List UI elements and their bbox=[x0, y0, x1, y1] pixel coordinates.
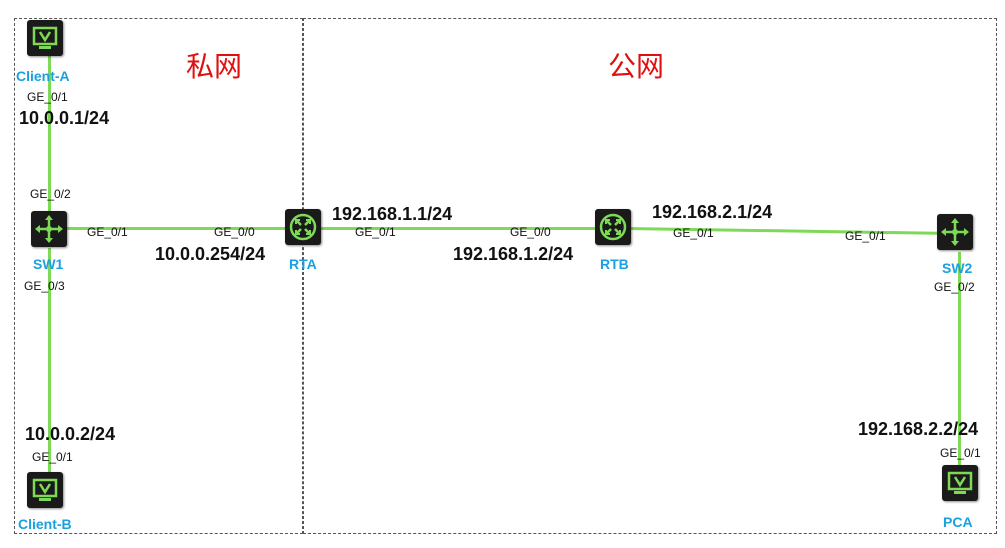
rtb-router[interactable] bbox=[595, 209, 631, 245]
client-a-port-label: GE_0/1 bbox=[27, 90, 68, 104]
rtb-port-ge01-label: GE_0/1 bbox=[673, 226, 714, 240]
link-client-a-sw1 bbox=[48, 50, 51, 212]
rtb-port-ge00-label: GE_0/0 bbox=[510, 225, 551, 239]
pca-name: PCA bbox=[943, 514, 973, 530]
client-b-ip-label: 10.0.0.2/24 bbox=[25, 424, 116, 444]
pca-terminal[interactable] bbox=[942, 465, 978, 501]
sw1-name: SW1 bbox=[33, 256, 64, 272]
private-network-label: 私网 bbox=[186, 50, 243, 83]
sw2-port-ge01-label: GE_0/1 bbox=[845, 229, 886, 243]
rtb-ge01-ip-label: 192.168.2.1/24 bbox=[652, 202, 773, 222]
rta-router[interactable] bbox=[285, 209, 321, 245]
rtb-ge00-ip-label: 192.168.1.2/24 bbox=[453, 244, 574, 264]
sw1-switch[interactable] bbox=[31, 211, 67, 247]
sw2-switch[interactable] bbox=[937, 214, 973, 250]
rtb-name: RTB bbox=[600, 256, 629, 272]
link-rta-rtb bbox=[321, 227, 596, 230]
rta-port-ge00-label: GE_0/0 bbox=[214, 225, 255, 239]
client-a-ip-label: 10.0.0.1/24 bbox=[19, 108, 110, 128]
terminal-icon bbox=[947, 471, 973, 494]
sw1-port-ge01-label: GE_0/1 bbox=[87, 225, 128, 239]
sw1-port-ge03-label: GE_0/3 bbox=[24, 279, 65, 293]
pca-port-label: GE_0/1 bbox=[940, 446, 981, 460]
link-sw1-rta bbox=[66, 227, 286, 230]
rta-ge00-ip-label: 10.0.0.254/24 bbox=[155, 244, 266, 264]
terminal-icon bbox=[32, 26, 58, 49]
public-network-label: 公网 bbox=[608, 50, 665, 83]
sw2-name: SW2 bbox=[942, 260, 973, 276]
terminal-icon bbox=[32, 478, 58, 501]
client-a-name: Client-A bbox=[16, 68, 70, 84]
switch-icon bbox=[35, 215, 63, 243]
router-icon bbox=[599, 213, 627, 241]
public-network-zone bbox=[303, 18, 997, 534]
sw1-port-ge02-label: GE_0/2 bbox=[30, 187, 71, 201]
client-b-terminal[interactable] bbox=[27, 472, 63, 508]
sw2-port-ge02-label: GE_0/2 bbox=[934, 280, 975, 294]
client-b-port-label: GE_0/1 bbox=[32, 450, 73, 464]
rta-name: RTA bbox=[289, 256, 317, 272]
rta-ge01-ip-label: 192.168.1.1/24 bbox=[332, 204, 453, 224]
link-sw1-client-b bbox=[48, 248, 51, 474]
rta-port-ge01-label: GE_0/1 bbox=[355, 225, 396, 239]
link-sw2-pca bbox=[958, 252, 961, 468]
client-a-terminal[interactable] bbox=[27, 20, 63, 56]
client-b-name: Client-B bbox=[18, 516, 72, 532]
switch-icon bbox=[941, 218, 969, 246]
pca-ip-label: 192.168.2.2/24 bbox=[858, 419, 979, 439]
router-icon bbox=[289, 213, 317, 241]
private-network-zone bbox=[14, 18, 303, 534]
